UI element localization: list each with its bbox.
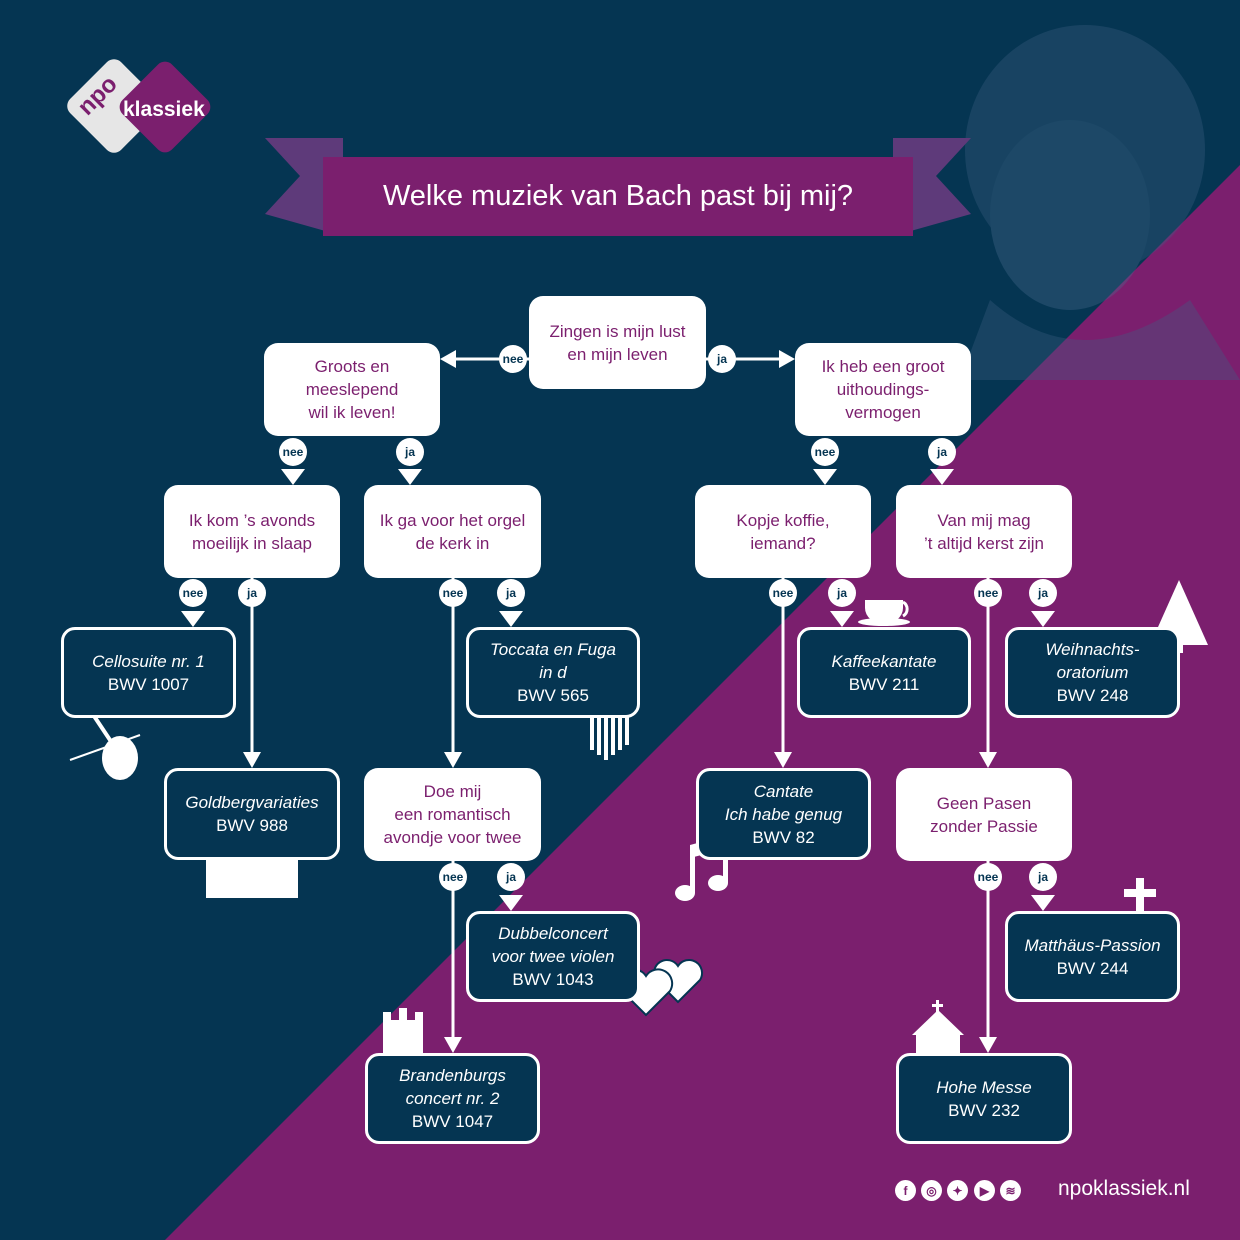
cello-icon (69, 708, 141, 780)
answer-title: Dubbelconcert voor twee violen (491, 924, 615, 966)
castle-icon (383, 1008, 423, 1053)
question-organ: Ik ga voor het orgel de kerk in (364, 485, 541, 578)
question-easter: Geen Pasen zonder Passie (896, 768, 1072, 861)
piano-keys-icon (206, 860, 298, 898)
answer-title: Hohe Messe (936, 1077, 1032, 1097)
bach-portrait (960, 25, 1240, 380)
arrow-q5-ja (499, 611, 523, 627)
purple-diagonal (165, 165, 1240, 1240)
answer-cellosuite: Cellosuite nr. 1 BWV 1007 (61, 627, 236, 718)
answer-bwv: BWV 232 (948, 1100, 1020, 1120)
answer-bwv: BWV 248 (1056, 686, 1129, 705)
facebook-icon[interactable]: f (895, 1180, 916, 1201)
question-endurance: Ik heb een groot uithoudings- vermogen (795, 343, 971, 436)
answer-bwv: BWV 211 (848, 674, 920, 694)
youtube-icon[interactable]: ▶ (974, 1180, 995, 1201)
instagram-icon[interactable]: ◎ (921, 1180, 942, 1201)
arrow-q9-ja (1031, 895, 1055, 911)
label-ja: ja (828, 579, 856, 607)
organ-pipes-icon (590, 690, 629, 760)
label-nee: nee (499, 345, 527, 373)
label-ja: ja (708, 345, 736, 373)
answer-bwv: BWV 1043 (512, 970, 594, 989)
arrow-q6-ja (830, 611, 854, 627)
cross-icon (1124, 878, 1156, 924)
arrow-q7-ja (1031, 611, 1055, 627)
answer-toccata: Toccata en Fuga in d BWV 565 (466, 627, 640, 718)
label-nee: nee (179, 579, 207, 607)
label-nee: nee (811, 438, 839, 466)
label-nee: nee (279, 438, 307, 466)
answer-title: Brandenburgs concert nr. 2 (399, 1066, 506, 1108)
coffee-cup-icon (858, 600, 910, 626)
label-ja: ja (928, 438, 956, 466)
answer-title: Cellosuite nr. 1 (92, 651, 205, 671)
label-nee: nee (439, 579, 467, 607)
answer-title: Matthäus-Passion (1024, 935, 1161, 955)
website-link[interactable]: npoklassiek.nl (1058, 1177, 1190, 1200)
npo-logo (67, 59, 211, 153)
answer-title: Toccata en Fuga in d (489, 640, 616, 682)
question-grand: Groots en meeslepend wil ik leven! (264, 343, 440, 436)
church-icon (912, 1000, 964, 1053)
arrow-q3-nee (813, 469, 837, 485)
answer-bwv: BWV 1047 (411, 1112, 494, 1131)
arrow-q4-nee (181, 611, 205, 627)
twitter-icon[interactable]: ✦ (947, 1180, 968, 1201)
arrow-q2-nee (281, 469, 305, 485)
answer-bwv: BWV 988 (216, 816, 288, 835)
answer-title: Weihnachts- oratorium (1045, 640, 1140, 682)
arrow-q3-ja (930, 469, 954, 485)
label-ja: ja (497, 579, 525, 607)
label-ja: ja (1029, 579, 1057, 607)
answer-bwv: BWV 244 (1056, 958, 1129, 978)
label-ja: ja (396, 438, 424, 466)
label-nee: nee (974, 863, 1002, 891)
answer-bwv: BWV 1007 (107, 674, 190, 694)
answer-title: Kaffeekantate (831, 651, 937, 671)
question-sleep: Ik kom ’s avonds moeilijk in slaap (164, 485, 340, 578)
answer-brandenburgs: Brandenburgs concert nr. 2 BWV 1047 (365, 1053, 540, 1144)
question-romantic: Doe mij een romantisch avondje voor twee (364, 768, 541, 861)
connectors (181, 350, 1055, 1053)
question-christmas: Van mij mag ’t altijd kerst zijn (896, 485, 1072, 578)
question-singing: Zingen is mijn lust en mijn leven (529, 296, 706, 389)
arrow-q8-ja (499, 895, 523, 911)
label-nee: nee (974, 579, 1002, 607)
arrow-q2-ja (398, 469, 422, 485)
logo-name: klassiek (123, 98, 205, 121)
label-ja: ja (1029, 863, 1057, 891)
answer-title: Cantate Ich habe genug (724, 781, 843, 824)
label-nee: nee (439, 863, 467, 891)
label-nee: nee (769, 579, 797, 607)
answer-bwv: BWV 82 (752, 827, 815, 847)
question-coffee: Kopje koffie, iemand? (695, 485, 871, 578)
label-ja: ja (497, 863, 525, 891)
answer-title: Goldbergvariaties (185, 793, 319, 812)
spotify-icon[interactable]: ≋ (1000, 1180, 1021, 1201)
label-ja: ja (238, 579, 266, 607)
answer-bwv: BWV 565 (517, 686, 589, 705)
page-title: Welke muziek van Bach past bij mij? (323, 157, 913, 236)
